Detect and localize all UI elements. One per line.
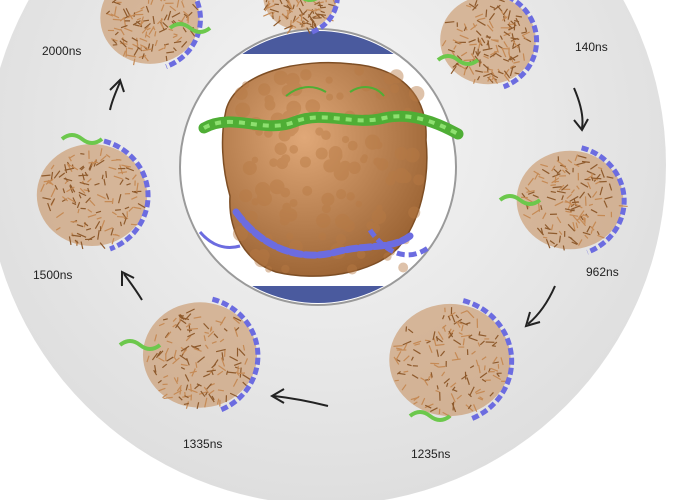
time-label-1235: 1235ns: [411, 447, 451, 461]
protein-belt-blue: [165, 0, 203, 69]
snapshot-1235ns: [389, 298, 515, 422]
time-label-2000: 2000ns: [42, 44, 82, 58]
arrow-140-to-962: [573, 87, 589, 132]
protein-belt-blue: [103, 138, 151, 252]
time-label-1335: 1335ns: [183, 437, 223, 451]
time-label-1500: 1500ns: [33, 268, 73, 282]
protein-belt-blue: [580, 145, 627, 255]
protein-segment-green: [436, 54, 480, 66]
protein-segment-green: [60, 133, 104, 145]
protein-belt-blue: [311, 0, 340, 35]
arrow-1335-to-1500: [121, 270, 143, 301]
time-label-962: 962ns: [586, 265, 619, 279]
snapshot-962ns: [498, 145, 628, 255]
lipid-core: [389, 303, 511, 417]
protein-belt-blue: [462, 298, 515, 422]
arrow-1500-to-2000: [109, 78, 125, 111]
time-label-140: 140ns: [575, 40, 608, 54]
cycle-arrows: [109, 78, 589, 407]
snapshot-partial: [263, 0, 340, 35]
snapshot-1335ns: [118, 296, 261, 414]
protein-segment-green: [408, 410, 452, 422]
protein-segment-green: [168, 22, 212, 34]
nanodisc-surface-model: [198, 61, 464, 277]
snapshot-140ns: [436, 0, 540, 90]
arrow-962-to-1235: [524, 285, 556, 328]
snapshot-1500ns: [36, 133, 151, 252]
lipid-core: [36, 144, 148, 246]
snapshot-2000ns: [100, 0, 212, 69]
lipid-core: [142, 302, 258, 408]
protein-segment-green: [118, 339, 162, 351]
protein-belt-blue: [502, 0, 540, 90]
protein-segment-green: [498, 194, 542, 206]
snapshot-ring: [36, 0, 628, 422]
protein-belt-blue: [211, 296, 261, 414]
lipid-core: [516, 150, 624, 250]
arrow-1235-to-1335: [270, 388, 329, 407]
